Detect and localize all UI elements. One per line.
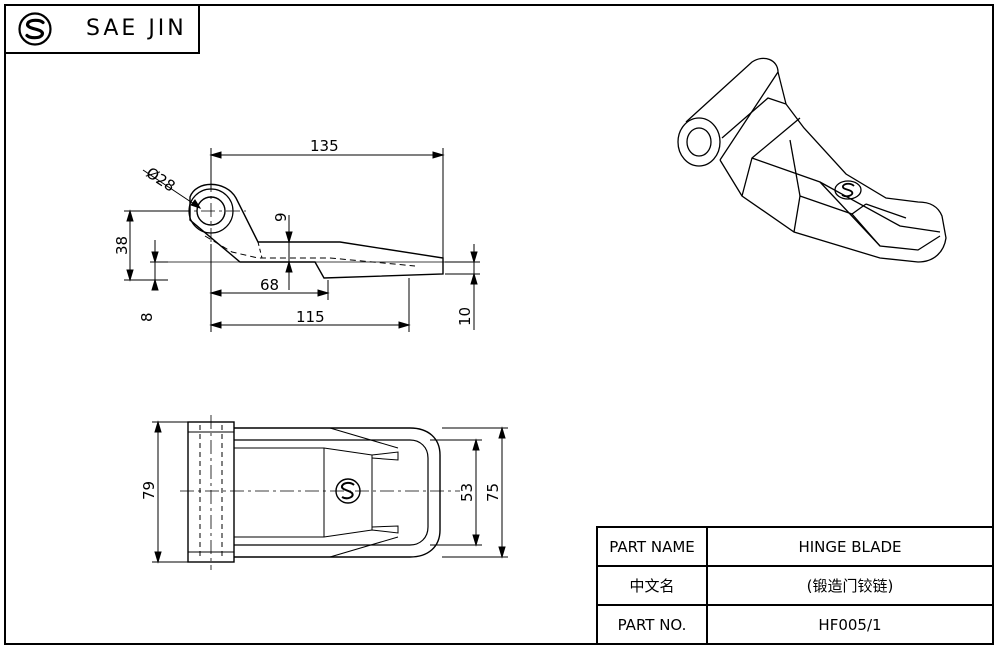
chinese-name-row: 中文名 (锻造门铰链) (596, 565, 994, 606)
dim-hinge-width: 79 (140, 481, 158, 500)
drawing-frame (4, 4, 994, 645)
part-name-row: PART NAME HINGE BLADE (596, 526, 994, 567)
part-name-label: PART NAME (596, 526, 708, 567)
dim-tip-thickness: 10 (456, 307, 474, 326)
dim-base-length: 115 (296, 308, 325, 326)
sae-jin-logo-icon (18, 12, 52, 46)
dim-blade-width: 75 (484, 483, 502, 502)
isometric-view (677, 57, 947, 263)
dim-inner-width: 53 (458, 483, 476, 502)
dim-bottom-offset: 8 (138, 312, 156, 322)
top-view (152, 415, 508, 570)
side-view (124, 148, 480, 332)
dim-step: 9 (272, 212, 290, 222)
dim-overall-length: 135 (310, 137, 339, 155)
brand-header: SAE JIN (4, 4, 200, 54)
dim-hole-diameter: Ø28 (143, 164, 179, 196)
dim-inner-length: 68 (260, 276, 279, 294)
part-no-label: PART NO. (596, 604, 708, 645)
brand-name: SAE JIN (86, 16, 187, 41)
dim-height: 38 (113, 236, 131, 255)
chinese-name-label: 中文名 (596, 565, 708, 606)
title-block: PART NAME HINGE BLADE 中文名 (锻造门铰链) PART N… (596, 526, 994, 645)
part-no-value: HF005/1 (706, 604, 994, 645)
part-no-row: PART NO. HF005/1 (596, 604, 994, 645)
chinese-name-value: (锻造门铰链) (706, 565, 994, 606)
part-name-value: HINGE BLADE (706, 526, 994, 567)
